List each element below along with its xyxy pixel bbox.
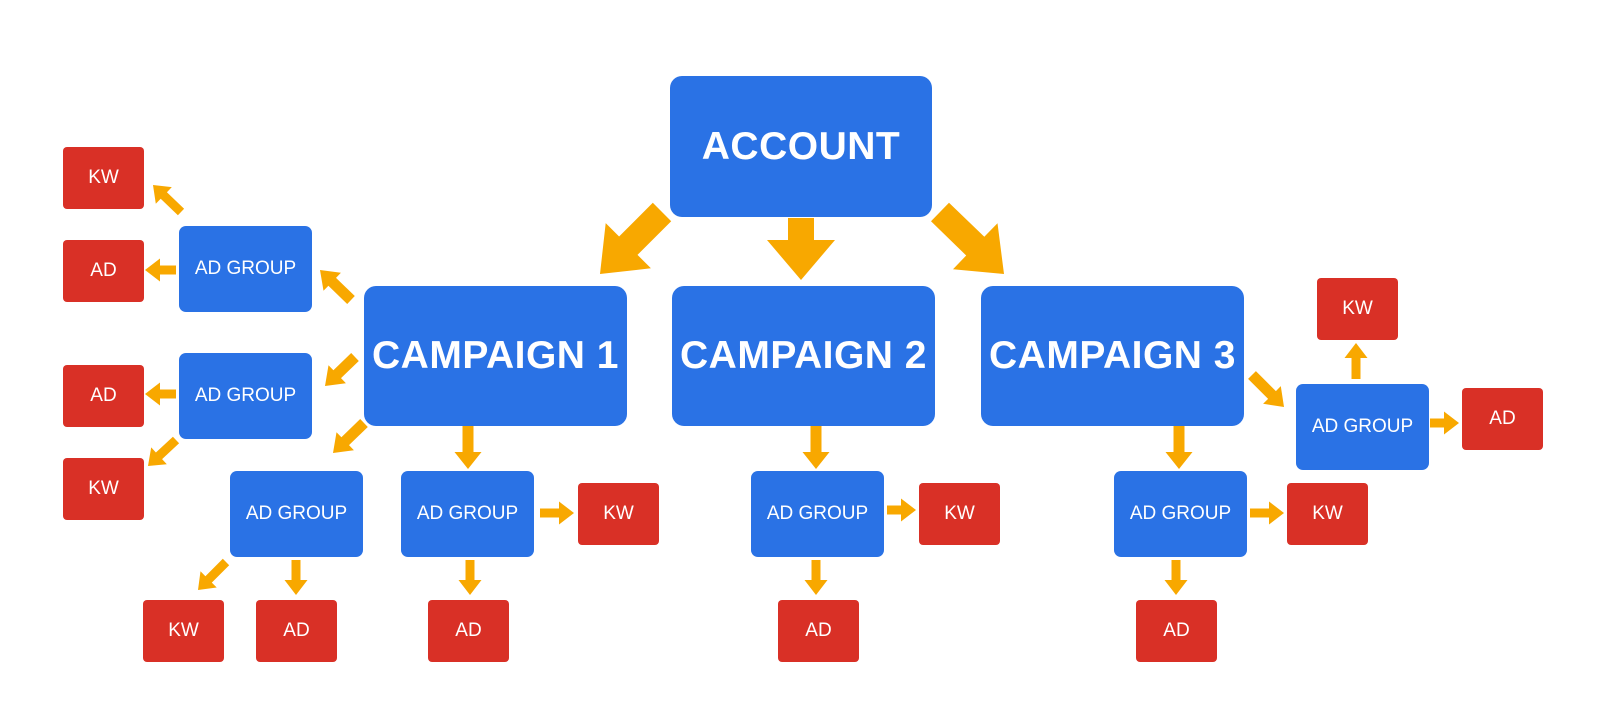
arrow-ad-group-to-keyword [153,185,185,216]
keyword-box: KW [578,483,659,545]
arrow-ad-group-to-ad [1164,560,1188,595]
campaign-3-box: CAMPAIGN 3 [981,286,1244,426]
keyword-box: KW [919,483,1000,545]
arrow-campaign-1-to-ad-group [325,353,359,386]
arrow-account-to-campaign-2 [767,218,835,280]
ad-group-box: AD GROUP [179,353,312,439]
ad-box: AD [256,600,337,662]
keyword-box: KW [1287,483,1368,545]
arrow-ad-group-to-ad [458,560,482,595]
keyword-box: KW [63,147,144,209]
ad-box: AD [63,365,144,427]
arrow-campaign-3-to-ad-group [1248,371,1284,407]
ad-group-box: AD GROUP [751,471,884,557]
arrow-ad-group-to-ad [284,560,308,595]
arrow-ad-group-to-ad [804,560,828,595]
ad-box: AD [428,600,509,662]
arrow-campaign-1-to-ad-group [320,270,355,304]
ad-box: AD [778,600,859,662]
keyword-box: KW [63,458,144,520]
arrow-account-to-campaign-3 [931,202,1004,274]
arrow-ad-group-to-keyword [198,558,230,590]
campaign-1-box: CAMPAIGN 1 [364,286,627,426]
ad-group-box: AD GROUP [1114,471,1247,557]
keyword-box: KW [1317,278,1398,340]
arrow-account-to-campaign-1 [600,202,672,274]
arrow-ad-group-to-ad [1430,411,1459,435]
campaign-2-box: CAMPAIGN 2 [672,286,935,426]
keyword-box: KW [143,600,224,662]
ad-box: AD [1136,600,1217,662]
arrow-ad-group-to-ad [145,382,176,406]
arrow-campaign-2-to-ad-group [802,426,830,469]
arrow-ad-group-to-keyword [887,498,916,522]
arrow-campaign-3-to-ad-group [1165,426,1193,469]
arrow-ad-group-to-keyword [1344,343,1368,379]
arrow-ad-group-to-keyword [1250,501,1284,525]
ad-group-box: AD GROUP [1296,384,1429,470]
ad-box: AD [1462,388,1543,450]
arrow-campaign-1-to-ad-group [333,419,368,453]
arrow-ad-group-to-ad [145,258,176,282]
account-box: ACCOUNT [670,76,932,217]
arrow-campaign-1-to-ad-group [454,426,482,469]
arrow-ad-group-to-keyword [148,436,180,466]
ad-group-box: AD GROUP [401,471,534,557]
ad-group-box: AD GROUP [179,226,312,312]
ad-box: AD [63,240,144,302]
arrow-ad-group-to-keyword [540,501,574,525]
ad-group-box: AD GROUP [230,471,363,557]
